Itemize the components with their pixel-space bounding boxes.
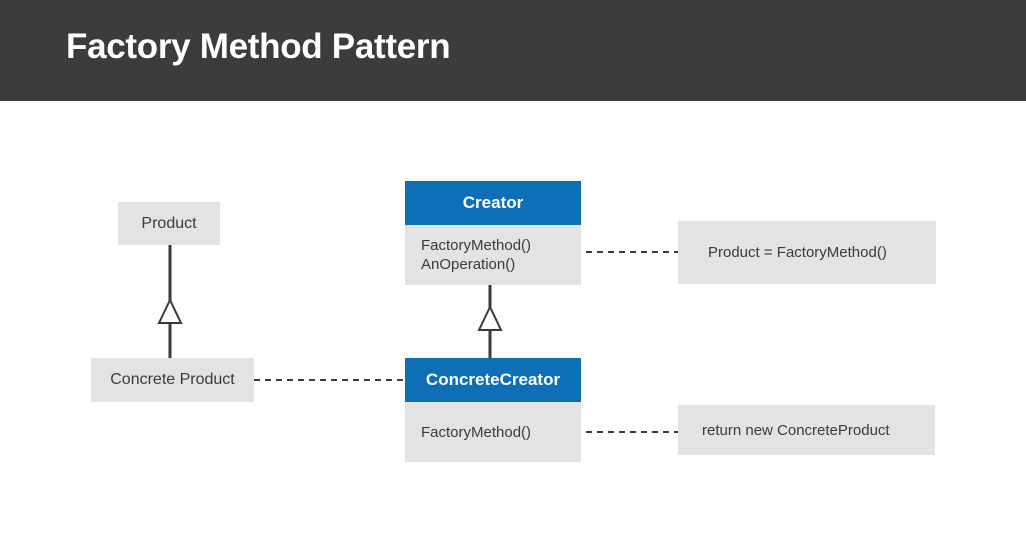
concrete-product-label: Concrete Product [110, 371, 235, 388]
concrete-creator-note: return new ConcreteProduct [678, 405, 935, 455]
concrete-creator-class-name: ConcreteCreator [425, 370, 561, 389]
concrete-creator-note-text: return new ConcreteProduct [702, 421, 890, 439]
creator-class-name: Creator [462, 193, 524, 212]
creator-inheritance-arrowhead [477, 304, 503, 331]
creator-operation: FactoryMethod() [421, 237, 532, 254]
creator-note-text: Product = FactoryMethod() [708, 244, 887, 261]
creator-operation: AnOperation() [421, 256, 516, 273]
product-label: Product [141, 214, 197, 232]
creator-operations: FactoryMethod() AnOperation() [405, 225, 581, 285]
product-box: Product [118, 202, 220, 245]
title-bar: Factory Method Pattern [0, 0, 1026, 101]
concrete-product-box: Concrete Product [91, 358, 254, 402]
concrete-creator-operations: FactoryMethod() [405, 402, 581, 462]
concrete-creator-operation: FactoryMethod() [421, 423, 532, 441]
creator-class-header: Creator [405, 181, 581, 225]
page-title: Factory Method Pattern [66, 27, 451, 66]
creator-note: Product = FactoryMethod() [678, 221, 936, 284]
product-inheritance-arrowhead [157, 297, 183, 324]
concrete-creator-class-header: ConcreteCreator [405, 358, 581, 402]
